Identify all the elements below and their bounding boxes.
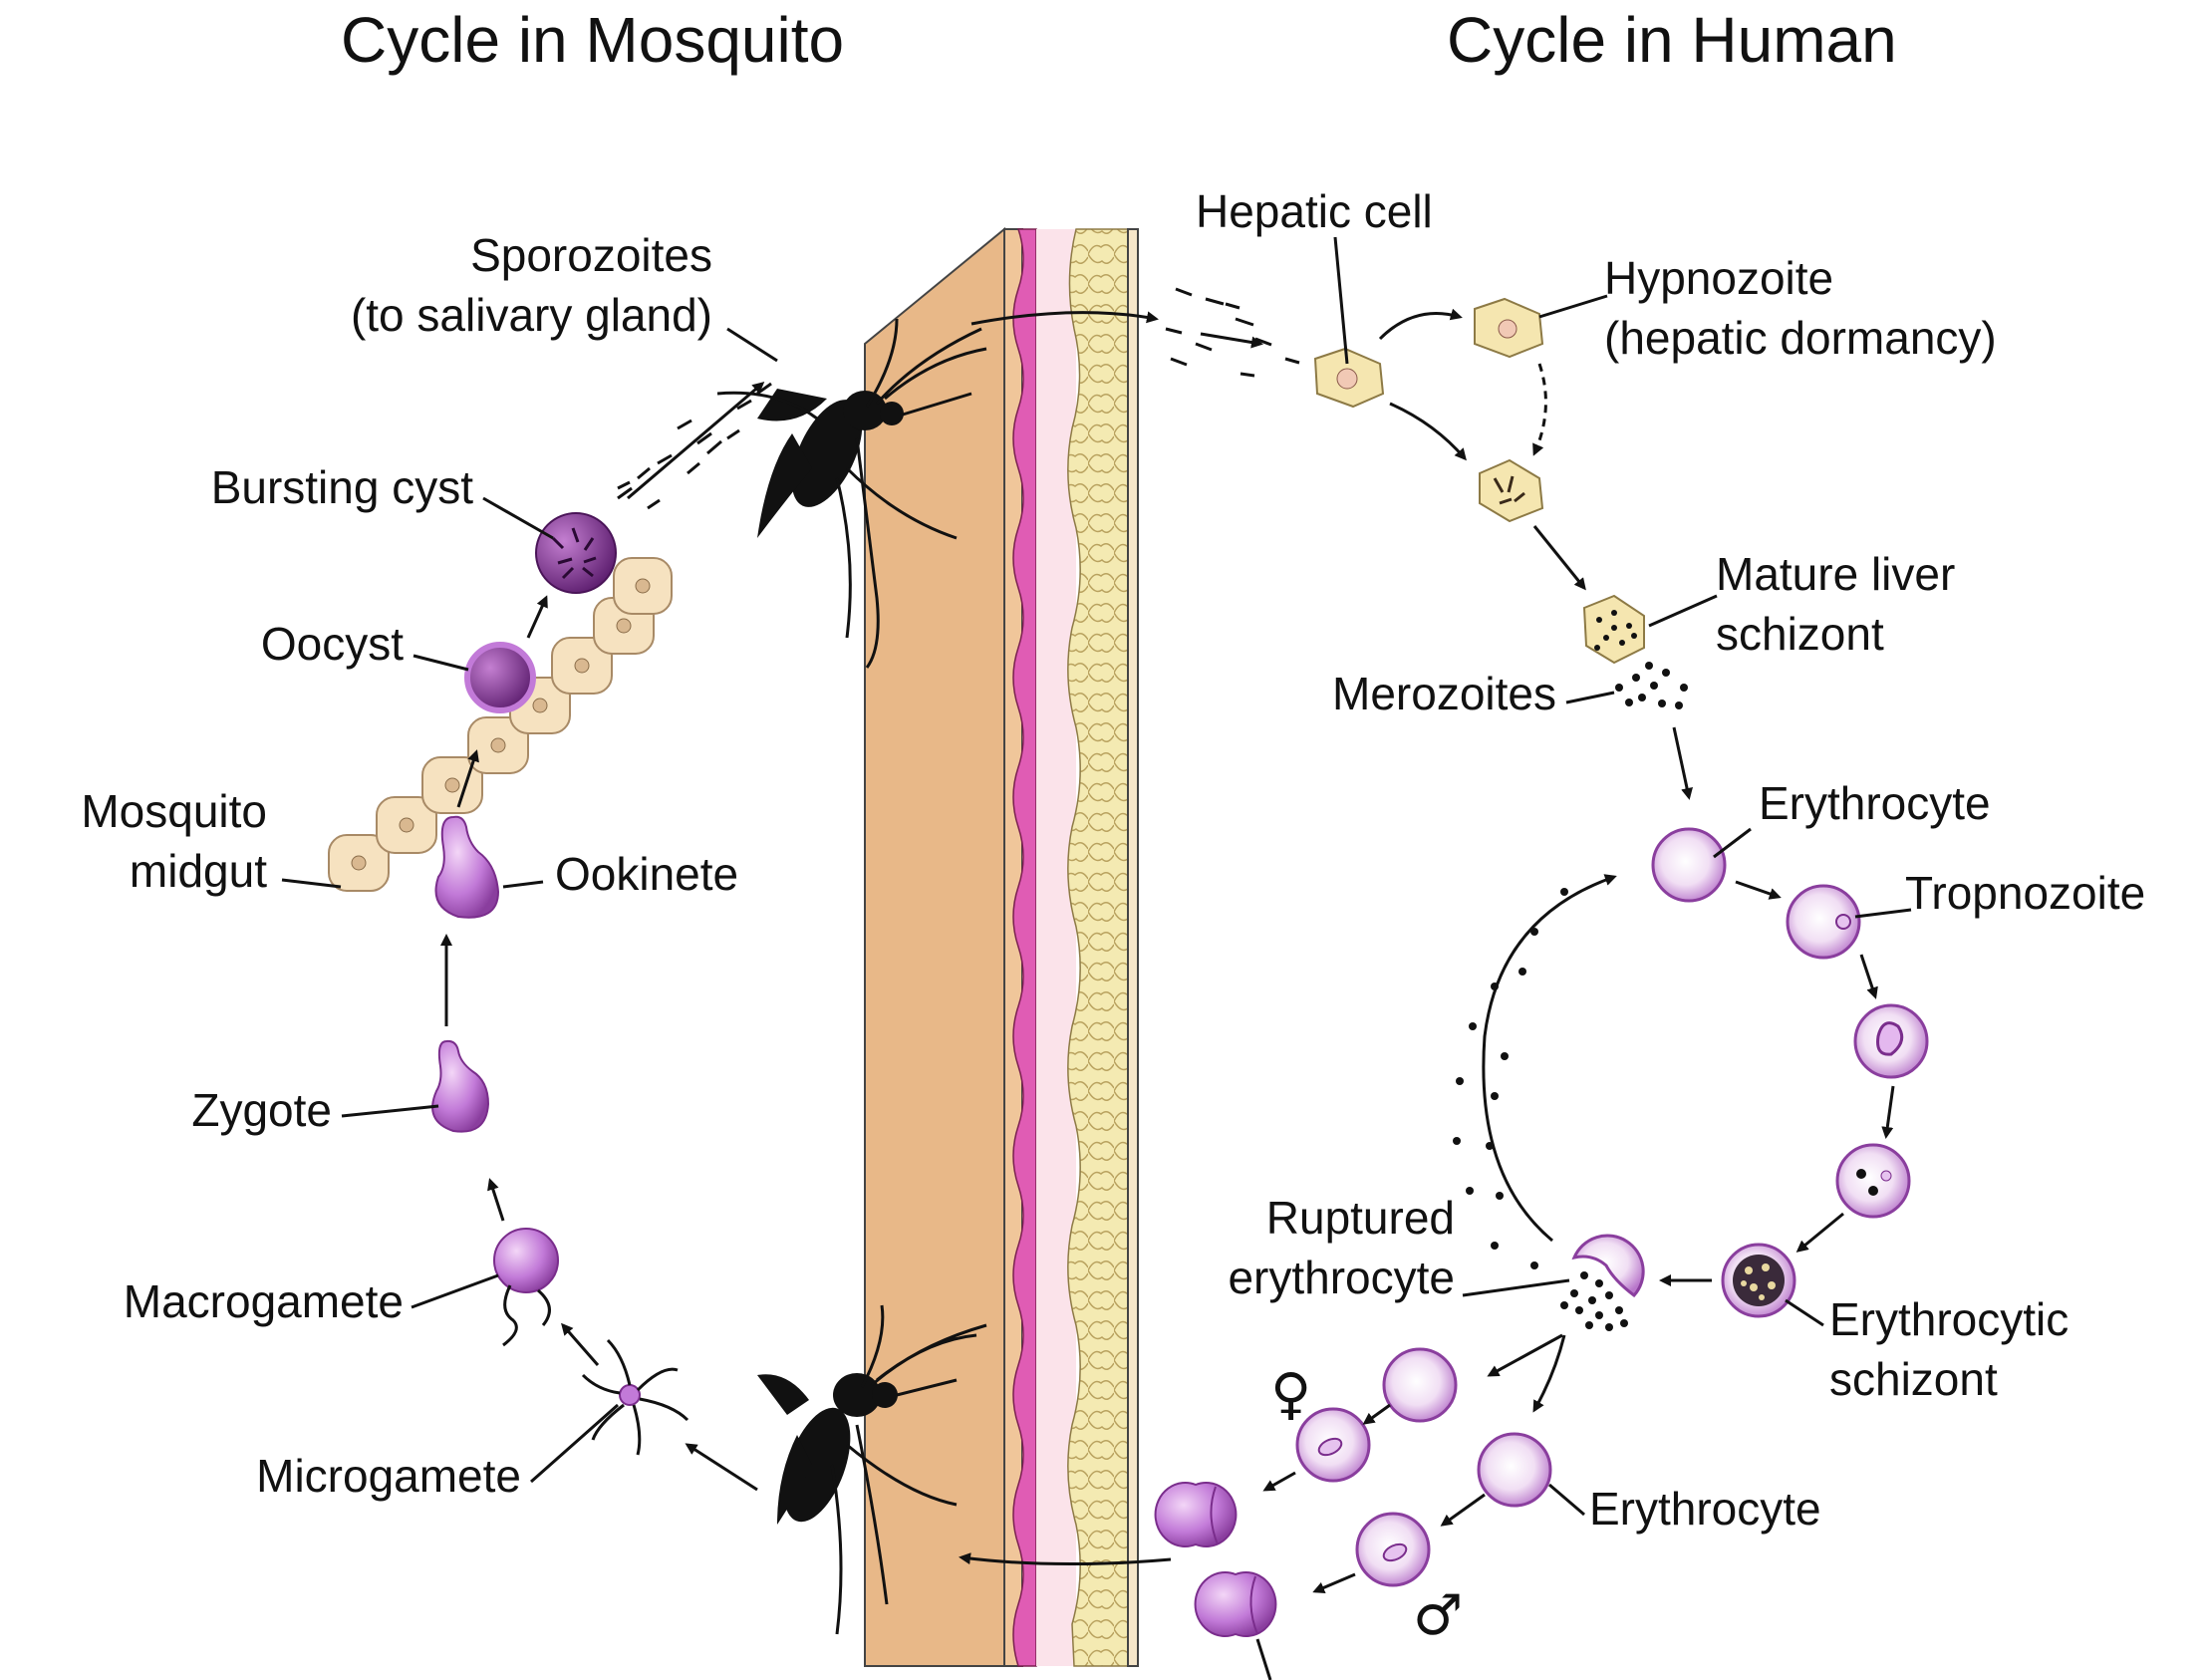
hypnozoite-shape <box>1474 297 1544 359</box>
sporozoites-entering-dashes <box>1165 287 1300 378</box>
arrow-into-blood <box>970 311 1159 326</box>
label-ruptured-erythrocyte: erythrocyte <box>1228 1252 1455 1303</box>
released-merozoites-arc <box>1453 888 1568 1269</box>
female-symbol: ♀ <box>1270 1362 1311 1427</box>
label-oocyst: Oocyst <box>261 618 404 670</box>
human-cycle-leaders <box>1333 236 1912 1517</box>
label-zygote: Zygote <box>191 1084 332 1136</box>
mosquito-top-icon <box>716 318 987 669</box>
label-hypnozoite: Hypnozoite <box>1604 252 1833 304</box>
label-macrogamete: Macrogamete <box>124 1275 404 1327</box>
dividing-hepatic-cell-shape <box>1479 458 1544 523</box>
erythrocytic-cycle-arrows <box>959 874 1895 1566</box>
title-mosquito-cycle: Cycle in Mosquito <box>341 4 844 76</box>
erythrocytic-schizont-cell <box>1721 1243 1796 1318</box>
hepatic-cycle-arrows <box>1378 308 1693 800</box>
title-human-cycle: Cycle in Human <box>1447 4 1897 76</box>
label-hypnozoite-dormancy: (hepatic dormancy) <box>1604 312 1997 364</box>
mosquito-bottom-icon <box>757 1304 987 1635</box>
trophozoite-dots-cell <box>1835 1143 1911 1219</box>
mature-liver-schizont-shape <box>1582 594 1645 665</box>
mosquito-midgut-cells <box>328 557 673 892</box>
hepatic-cell-shape <box>1313 347 1385 409</box>
microgamete-shape <box>581 1338 690 1456</box>
label-tropnozoite: Tropnozoite <box>1905 867 2145 919</box>
label-erythrocytic: Erythrocytic <box>1829 1293 2069 1345</box>
label-hepatic-cell: Hepatic cell <box>1196 185 1433 237</box>
male-gametocyte-cells <box>1194 1432 1552 1680</box>
mosquito-cycle-arrows <box>440 382 765 1492</box>
zygote-shape <box>431 1039 490 1133</box>
label-mature-liver: Mature liver <box>1716 548 1955 600</box>
skin-cross-section <box>864 226 1139 1667</box>
ring-stage-cell <box>1853 1003 1929 1079</box>
label-sporozoites-destination: (to salivary gland) <box>351 289 712 341</box>
male-symbol: ♂ <box>1413 1583 1463 1648</box>
label-mature-liver-schizont: schizont <box>1716 608 1884 660</box>
label-sporozoites: Sporozoites <box>470 229 712 281</box>
label-erythrocyte-bottom: Erythrocyte <box>1589 1483 1821 1535</box>
mosquito-cycle-leaders <box>281 327 778 1484</box>
macrogamete-shape <box>493 1228 559 1347</box>
label-mosquito-midgut-line2: midgut <box>130 845 267 897</box>
ookinete-shape <box>434 815 500 919</box>
label-erythrocytic-schizont: schizont <box>1829 1353 1998 1405</box>
erythrocyte-cell-top <box>1651 827 1727 903</box>
sporozoites-dashes <box>617 382 772 510</box>
gametocyte-arrows <box>1262 1403 1486 1594</box>
tropnozoite-cell <box>1786 884 1861 960</box>
label-merozoites: Merozoites <box>1332 668 1556 719</box>
bursting-cyst-shape <box>535 512 617 594</box>
label-ruptured: Ruptured <box>1266 1192 1455 1244</box>
ruptured-erythrocyte-cell <box>1560 1234 1645 1331</box>
label-microgamete: Microgamete <box>256 1450 521 1502</box>
merozoites-dots <box>1615 662 1688 709</box>
label-ookinete: Ookinete <box>555 848 738 900</box>
label-bursting-cyst: Bursting cyst <box>211 461 474 513</box>
female-gametocyte-cells <box>1154 1347 1458 1547</box>
arrow-to-hepatic <box>1200 332 1263 349</box>
oocyst-shape <box>464 642 536 713</box>
label-erythrocyte-top: Erythrocyte <box>1759 777 1991 829</box>
label-mosquito-midgut-line1: Mosquito <box>81 785 267 837</box>
